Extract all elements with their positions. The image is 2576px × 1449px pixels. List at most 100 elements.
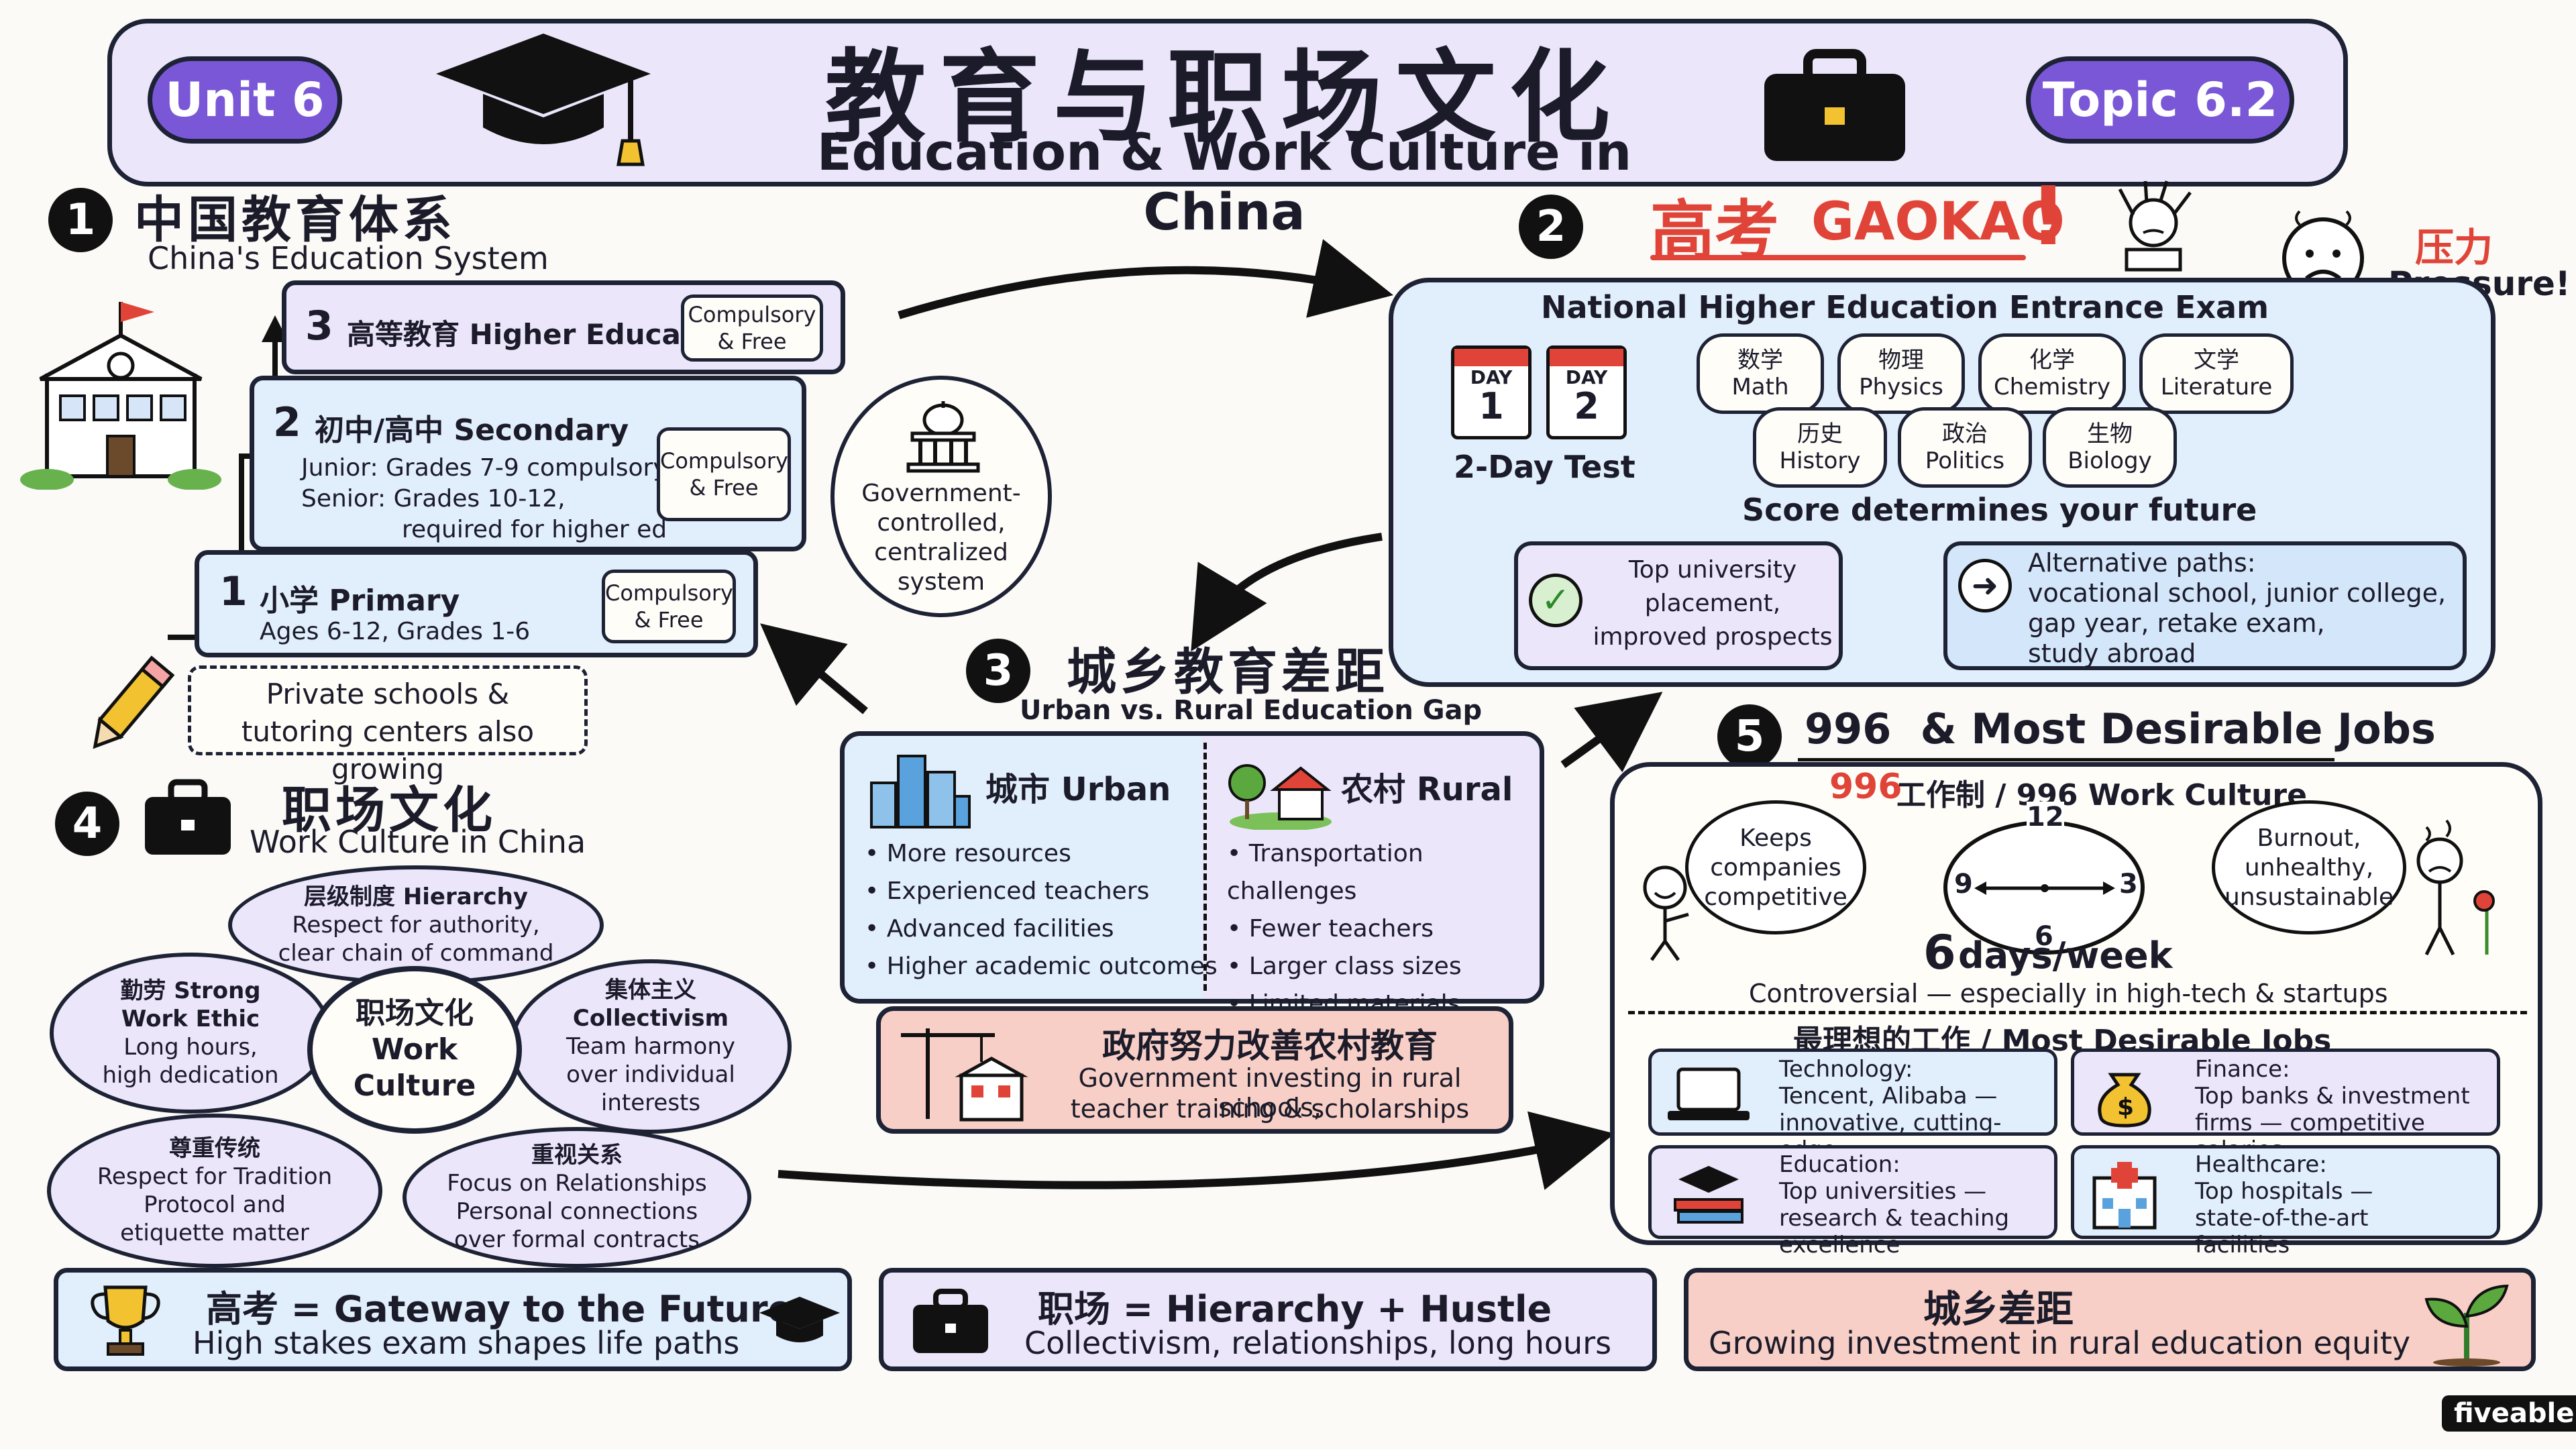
section-1-title-en: China's Education System	[148, 240, 549, 276]
section-1-title-zh: 中国教育体系	[134, 191, 456, 249]
secondary-tag: Compulsory& Free	[657, 427, 791, 521]
top-outcome-3: improved prospects	[1593, 623, 1833, 651]
private-schools-note: Private schools &tutoring centers also g…	[188, 665, 588, 786]
rural-title: 农村 Rural	[1341, 771, 1513, 808]
svg-text:$: $	[2117, 1093, 2134, 1121]
pencil-icon	[93, 655, 175, 749]
secondary-label: 初中/高中 Secondary	[315, 413, 629, 447]
footer-gaokao-zh: 高考 = Gateway to the Future	[206, 1288, 793, 1330]
section-4-number: 4	[55, 792, 119, 856]
gov-en-1: Government investing in rural schools,	[1078, 1063, 1462, 1122]
government-building-icon	[906, 401, 980, 473]
graduation-cap-icon	[436, 34, 651, 166]
job-title: Healthcare:	[2195, 1151, 2327, 1178]
higher-education-step: 3 高等教育 Higher Education Compulsory& Free	[282, 280, 845, 374]
burnout-bubble: Burnout,unhealthy,unsustainable	[2212, 800, 2406, 934]
top-outcome-2: placement,	[1644, 590, 1781, 617]
section-4-title-zh: 职场文化	[282, 782, 496, 839]
job-line: Top universities —	[1779, 1178, 1987, 1205]
exam-name: National Higher Education Entrance Exam	[1541, 289, 2269, 325]
page-title: 教育与职场文化	[824, 40, 1623, 156]
job-line: Tencent, Alibaba —	[1779, 1083, 1998, 1110]
days-text: days/week	[1958, 934, 2173, 977]
urban-rural-panel: 城市 Urban More resources Experienced teac…	[840, 731, 1544, 1018]
day-1-calendar: DAY 1	[1451, 345, 1532, 439]
secondary-line-3: required for higher ed	[402, 516, 667, 543]
job-line: Top banks & investment	[2195, 1083, 2470, 1110]
controversy-line: Controversial — especially in high-tech …	[1749, 979, 2388, 1008]
clock-face: 12 9 3 6	[1943, 802, 2145, 955]
footer-gap: 城乡差距 Growing investment in rural educati…	[1684, 1268, 2536, 1371]
urban-item: Experienced teachers	[865, 873, 1218, 910]
header-banner	[107, 19, 2348, 186]
section-5-number: 5	[1717, 704, 1782, 769]
job-line: Top hospitals —	[2195, 1178, 2373, 1205]
footer-gaokao: 高考 = Gateway to the Future High stakes e…	[54, 1268, 852, 1371]
rural-item: Transportation challenges	[1227, 835, 1540, 910]
primary-number: 1	[219, 568, 248, 615]
job-line: facilities	[2195, 1232, 2290, 1258]
job-line: innovative, cutting-edge	[1779, 1110, 2002, 1163]
clock-12: 12	[2027, 802, 2064, 833]
alt-outcome-1: Alternative paths:	[2028, 548, 2256, 578]
briefcase-icon	[1764, 49, 1905, 161]
gaokao-underline	[1650, 255, 2026, 260]
day-2-calendar: DAY 2	[1546, 345, 1627, 439]
gov-line-4: system	[897, 568, 985, 596]
job-title: Technology:	[1779, 1056, 1913, 1083]
test-label: 2-Day Test	[1454, 449, 1635, 485]
section-5-title: 996 & Most Desirable Jobs	[1805, 704, 2436, 753]
urban-item: Advanced facilities	[865, 910, 1218, 948]
footer-work-en: Collectivism, relationships, long hours	[1024, 1325, 1612, 1361]
secondary-line-2: Senior: Grades 10-12,	[301, 485, 566, 513]
money-bag-icon: $	[2098, 1073, 2151, 1128]
section-4-title-en: Work Culture in China	[250, 824, 586, 860]
score-line: Score determines your future	[1742, 492, 2257, 528]
gov-line-3: centralized	[874, 539, 1008, 566]
pressure-zh: 压力	[2415, 225, 2493, 270]
primary-label: 小学 Primary	[260, 584, 460, 618]
gov-line-2: controlled,	[877, 509, 1006, 537]
urban-item: Higher academic outcomes	[865, 948, 1218, 985]
job-line: state-of-the-art	[2195, 1205, 2369, 1232]
higher-label: 高等教育 Higher Education	[347, 318, 744, 351]
job-title: Education:	[1779, 1151, 1900, 1178]
gov-investment-box: 政府努力改善农村教育 Government investing in rural…	[876, 1006, 1513, 1134]
government-bubble: Government- controlled, centralized syst…	[830, 376, 1052, 617]
footer-work-zh: 职场 = Hierarchy + Hustle	[1038, 1288, 1552, 1330]
gaokao-panel: National Higher Education Entrance Exam …	[1389, 278, 2496, 687]
alternative-outcome: ➜ Alternative paths: vocational school, …	[1943, 541, 2467, 670]
briefcase-icon	[145, 779, 231, 855]
alt-outcome-3: gap year, retake exam,	[2028, 608, 2325, 638]
footer-work: 职场 = Hierarchy + Hustle Collectivism, re…	[879, 1268, 1657, 1371]
urban-title: 城市 Urban	[985, 771, 1171, 808]
top-outcome-1: Top university	[1628, 556, 1797, 584]
laptop-icon	[1668, 1067, 1750, 1120]
section-5-divider	[1628, 1011, 2527, 1014]
job-healthcare: Healthcare: Top hospitals — state-of-the…	[2071, 1145, 2500, 1258]
sub-996-rest: 工作制 / 996 Work Culture	[1896, 778, 2307, 812]
tired-person-icon	[2416, 819, 2495, 956]
graduation-cap-icon	[759, 1297, 840, 1342]
secondary-line-1: Junior: Grades 7-9 compulsory	[301, 454, 667, 482]
hospital-icon	[2092, 1162, 2157, 1230]
job-technology: Technology: Tencent, Alibaba — innovativ…	[1648, 1049, 2057, 1163]
section-3-title-zh: 城乡教育差距	[1067, 643, 1389, 701]
unit-badge: Unit 6	[148, 56, 342, 144]
clock-hands	[1974, 881, 2115, 895]
primary-tag: Compulsory& Free	[602, 570, 736, 643]
brand-logo: fiveable	[2442, 1395, 2576, 1432]
exclamation-mark: !	[2030, 170, 2067, 264]
